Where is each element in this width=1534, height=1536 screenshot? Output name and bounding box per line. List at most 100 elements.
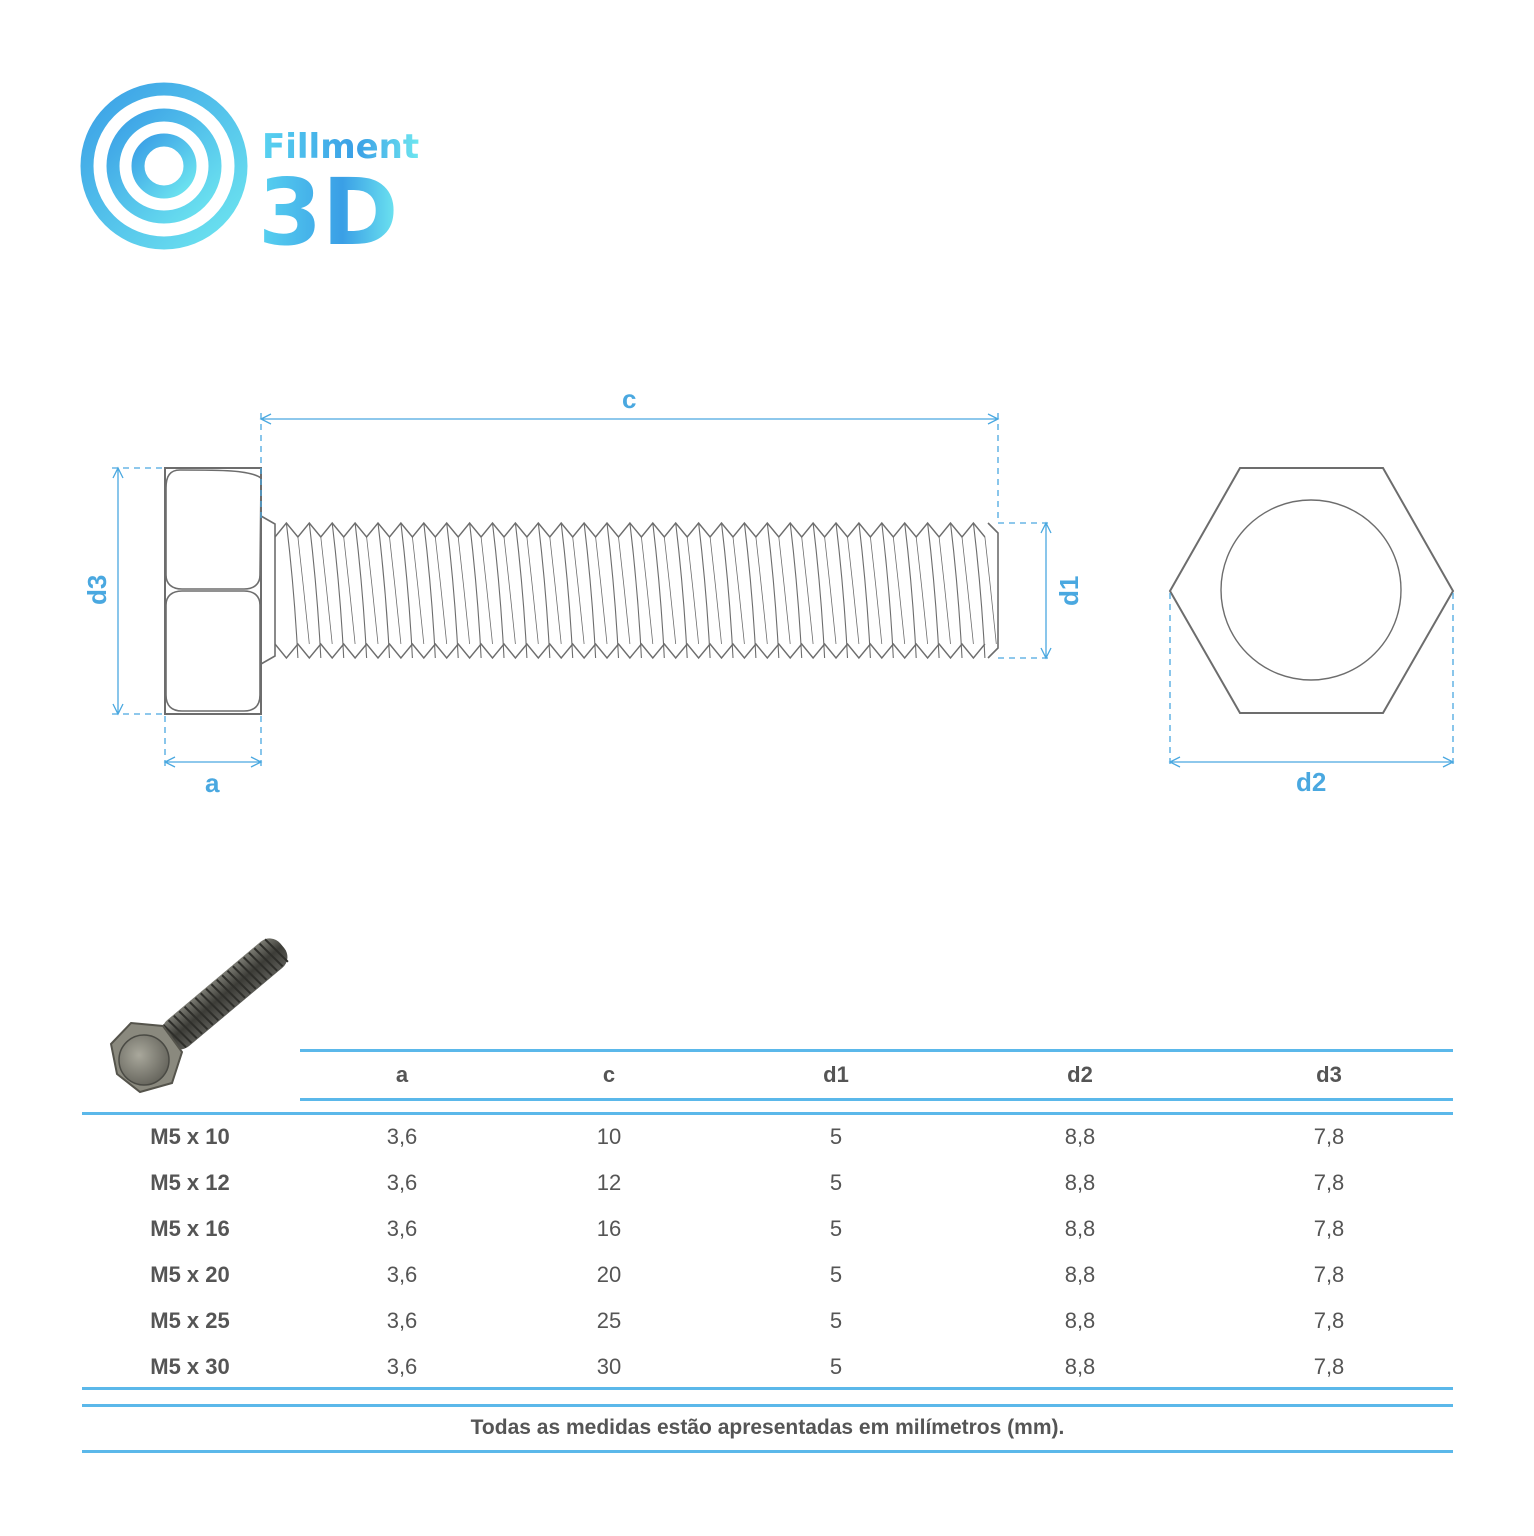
cell-c: 16 [596, 1216, 622, 1241]
footnote-bottom-divider [82, 1450, 1453, 1453]
thread-root-line [320, 536, 333, 645]
thread-root-line [641, 536, 654, 645]
render-thread-line [264, 938, 289, 963]
thread-root-line [732, 536, 745, 645]
thread-profile-bottom [274, 642, 986, 660]
table-row: M5 x 20 3,6 20 5 8,8 7,8 [82, 1262, 1453, 1308]
bolt-side-view [164, 467, 999, 715]
thread-helix-line [949, 522, 963, 659]
cell-c: 30 [596, 1354, 622, 1379]
table-row: M5 x 12 3,6 12 5 8,8 7,8 [82, 1170, 1453, 1216]
thread-crest-bottom [274, 642, 986, 660]
row-label: M5 x 25 [150, 1308, 230, 1333]
dim-d2-lines [1168, 593, 1455, 768]
dim-d2-arrow-right [1442, 756, 1455, 768]
table-row: M5 x 30 3,6 30 5 8,8 7,8 [82, 1354, 1453, 1400]
table-row: M5 x 10 3,6 10 5 8,8 7,8 [82, 1124, 1453, 1170]
render-thread-line [173, 1015, 198, 1040]
bolt-tip [987, 522, 999, 659]
thread-root-line [824, 536, 837, 645]
cell-d1: 5 [829, 1354, 843, 1379]
render-thread-line [167, 1019, 193, 1044]
brand-logo: Fillment 3D [80, 82, 419, 266]
thread-root-line [755, 536, 768, 645]
row-label: M5 x 16 [150, 1216, 230, 1241]
header-c: c [602, 1062, 616, 1087]
thread-root-line [595, 536, 608, 645]
thread-helix-line [331, 522, 345, 659]
thread-root-line [549, 536, 562, 645]
render-thread-line [248, 952, 273, 977]
cell-d2: 8,8 [1064, 1354, 1096, 1379]
render-thread-line [210, 983, 235, 1008]
dim-a-arrow-left [163, 756, 176, 768]
render-thread-line [216, 979, 241, 1004]
logo-spiral-icon [80, 82, 251, 250]
render-thread-line [189, 1001, 214, 1026]
dim-d1-arrow-bottom [1040, 647, 1052, 660]
bolt-end-view [1168, 467, 1455, 714]
cell-d3: 7,8 [1313, 1354, 1345, 1379]
thread-helix-line [927, 522, 940, 659]
cell-a: 3,6 [386, 1354, 418, 1379]
row-label: M5 x 12 [150, 1170, 230, 1195]
thread-root-line [526, 536, 539, 645]
thread-helix-line [698, 522, 711, 659]
thread-helix-line [652, 522, 665, 659]
thread-helix-line [606, 522, 620, 659]
render-thread-line [162, 1024, 187, 1049]
thread-root-line [961, 536, 974, 645]
dim-a-arrow-right [250, 756, 263, 768]
dim-d3-arrow-bottom [112, 703, 124, 716]
render-thread-line [178, 1010, 203, 1035]
cell-c: 20 [596, 1262, 622, 1287]
thread-helix-line [583, 522, 597, 659]
thread-helix-line [469, 522, 482, 659]
thread-root-line [801, 536, 814, 645]
cell-c: 12 [596, 1170, 622, 1195]
render-thread-line [221, 974, 246, 999]
cell-d2: 8,8 [1064, 1262, 1096, 1287]
dimension-lines [112, 413, 1052, 768]
cell-d1: 5 [829, 1216, 843, 1241]
render-thread-line [237, 961, 262, 986]
thread-helix-line [629, 522, 642, 659]
thread-helix-line [560, 522, 574, 659]
bolt-head-facet-bottom [165, 590, 261, 712]
thread-helix-line [743, 522, 757, 659]
thread-helix-lines [285, 522, 997, 659]
thread-helix-line [514, 522, 528, 659]
table-header: a c d1 d2 d3 [300, 1049, 1453, 1101]
bolt-head-outline [164, 467, 262, 715]
thread-root-line [343, 536, 356, 645]
thread-root-line [870, 536, 883, 645]
render-thread-line [183, 1006, 209, 1031]
cell-d3: 7,8 [1313, 1124, 1345, 1149]
header-d3: d3 [1316, 1062, 1342, 1087]
thread-helix-line [285, 522, 299, 659]
thread-root-line [297, 536, 310, 645]
thread-helix-line [308, 522, 322, 659]
cell-d2: 8,8 [1064, 1308, 1096, 1333]
thread-helix-line [491, 522, 505, 659]
render-thread-line [258, 943, 284, 968]
row-label: M5 x 30 [150, 1354, 230, 1379]
thread-root-line [412, 536, 425, 645]
thread-helix-line [354, 522, 368, 659]
render-thread-line [194, 997, 219, 1022]
cell-d3: 7,8 [1313, 1308, 1345, 1333]
dim-c-arrow-right [987, 413, 1000, 425]
dim-d3-arrow-top [112, 466, 124, 479]
dim-label-d2: d2 [1296, 767, 1326, 797]
cell-c: 10 [596, 1124, 622, 1149]
footnote-top-divider [82, 1404, 1453, 1407]
thread-helix-line [789, 522, 803, 659]
dim-d2-arrow-left [1168, 756, 1181, 768]
thread-root-line [457, 536, 470, 645]
header-d2: d2 [1067, 1062, 1093, 1087]
thread-helix-line [377, 522, 391, 659]
thread-root-line [915, 536, 928, 645]
thread-helix-line [835, 522, 849, 659]
thread-helix-line [400, 522, 413, 659]
header-d1: d1 [823, 1062, 849, 1087]
